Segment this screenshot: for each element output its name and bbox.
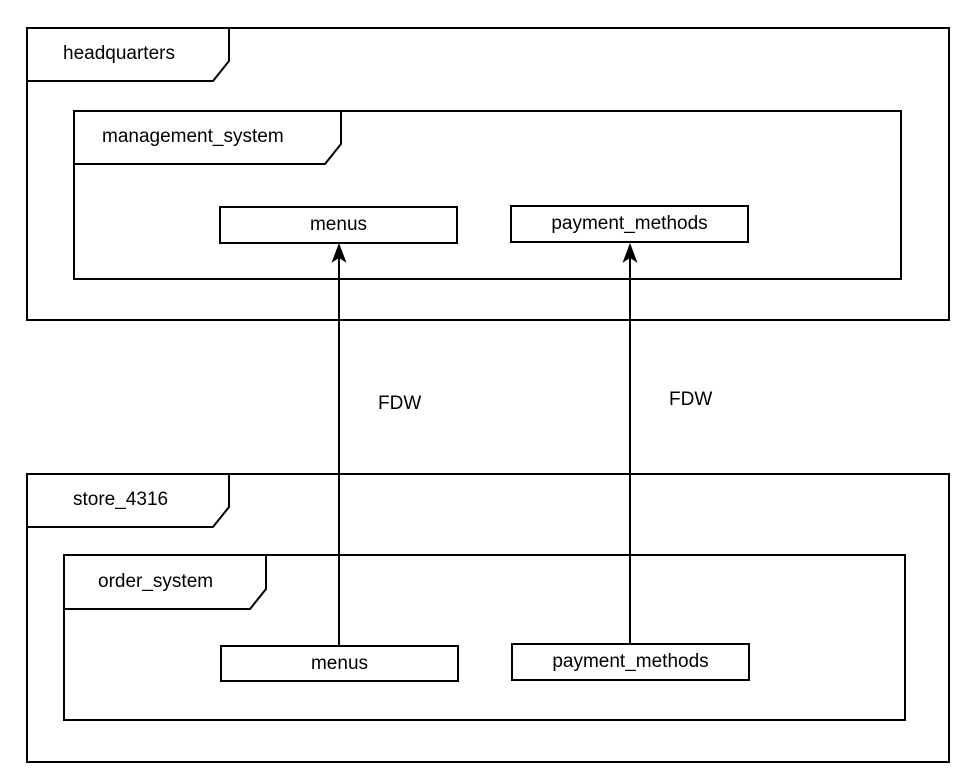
package-label-management-system: management_system [102,126,284,147]
connection-label-menus: FDW [378,393,422,414]
table-box-store-payment-methods: payment_methods [511,643,750,681]
package-store-4316-frame [26,473,950,763]
table-box-hq-payment-methods: payment_methods [510,205,749,243]
package-headquarters-frame [26,27,950,321]
package-label-store-4316: store_4316 [73,489,169,510]
connection-label-payment-methods: FDW [669,389,713,410]
package-label-order-system: order_system [98,571,214,592]
table-label-hq-payment-methods: payment_methods [551,213,708,234]
table-box-hq-menus: menus [219,206,458,244]
fdw-arrow-payment-methods [622,242,638,645]
fdw-arrow-menus [331,242,347,645]
package-headquarters [26,27,950,321]
table-label-store-payment-methods: payment_methods [552,651,709,672]
package-store-4316 [26,473,950,763]
package-order-system-tab [64,555,267,610]
fdw-arrow-payment-methods-head [622,242,638,263]
package-management-system-tab [74,111,342,165]
package-management-system [73,110,902,280]
package-store-4316-tab [27,474,230,528]
package-management-system-frame [73,110,902,280]
table-label-hq-menus: menus [309,214,368,235]
table-box-store-menus: menus [220,645,459,682]
table-label-store-menus: menus [310,652,369,674]
package-order-system-frame [63,554,906,721]
package-label-headquarters: headquarters [63,43,175,64]
package-headquarters-tab [27,28,230,82]
package-order-system [63,554,906,721]
fdw-arrow-menus-head [331,242,347,263]
